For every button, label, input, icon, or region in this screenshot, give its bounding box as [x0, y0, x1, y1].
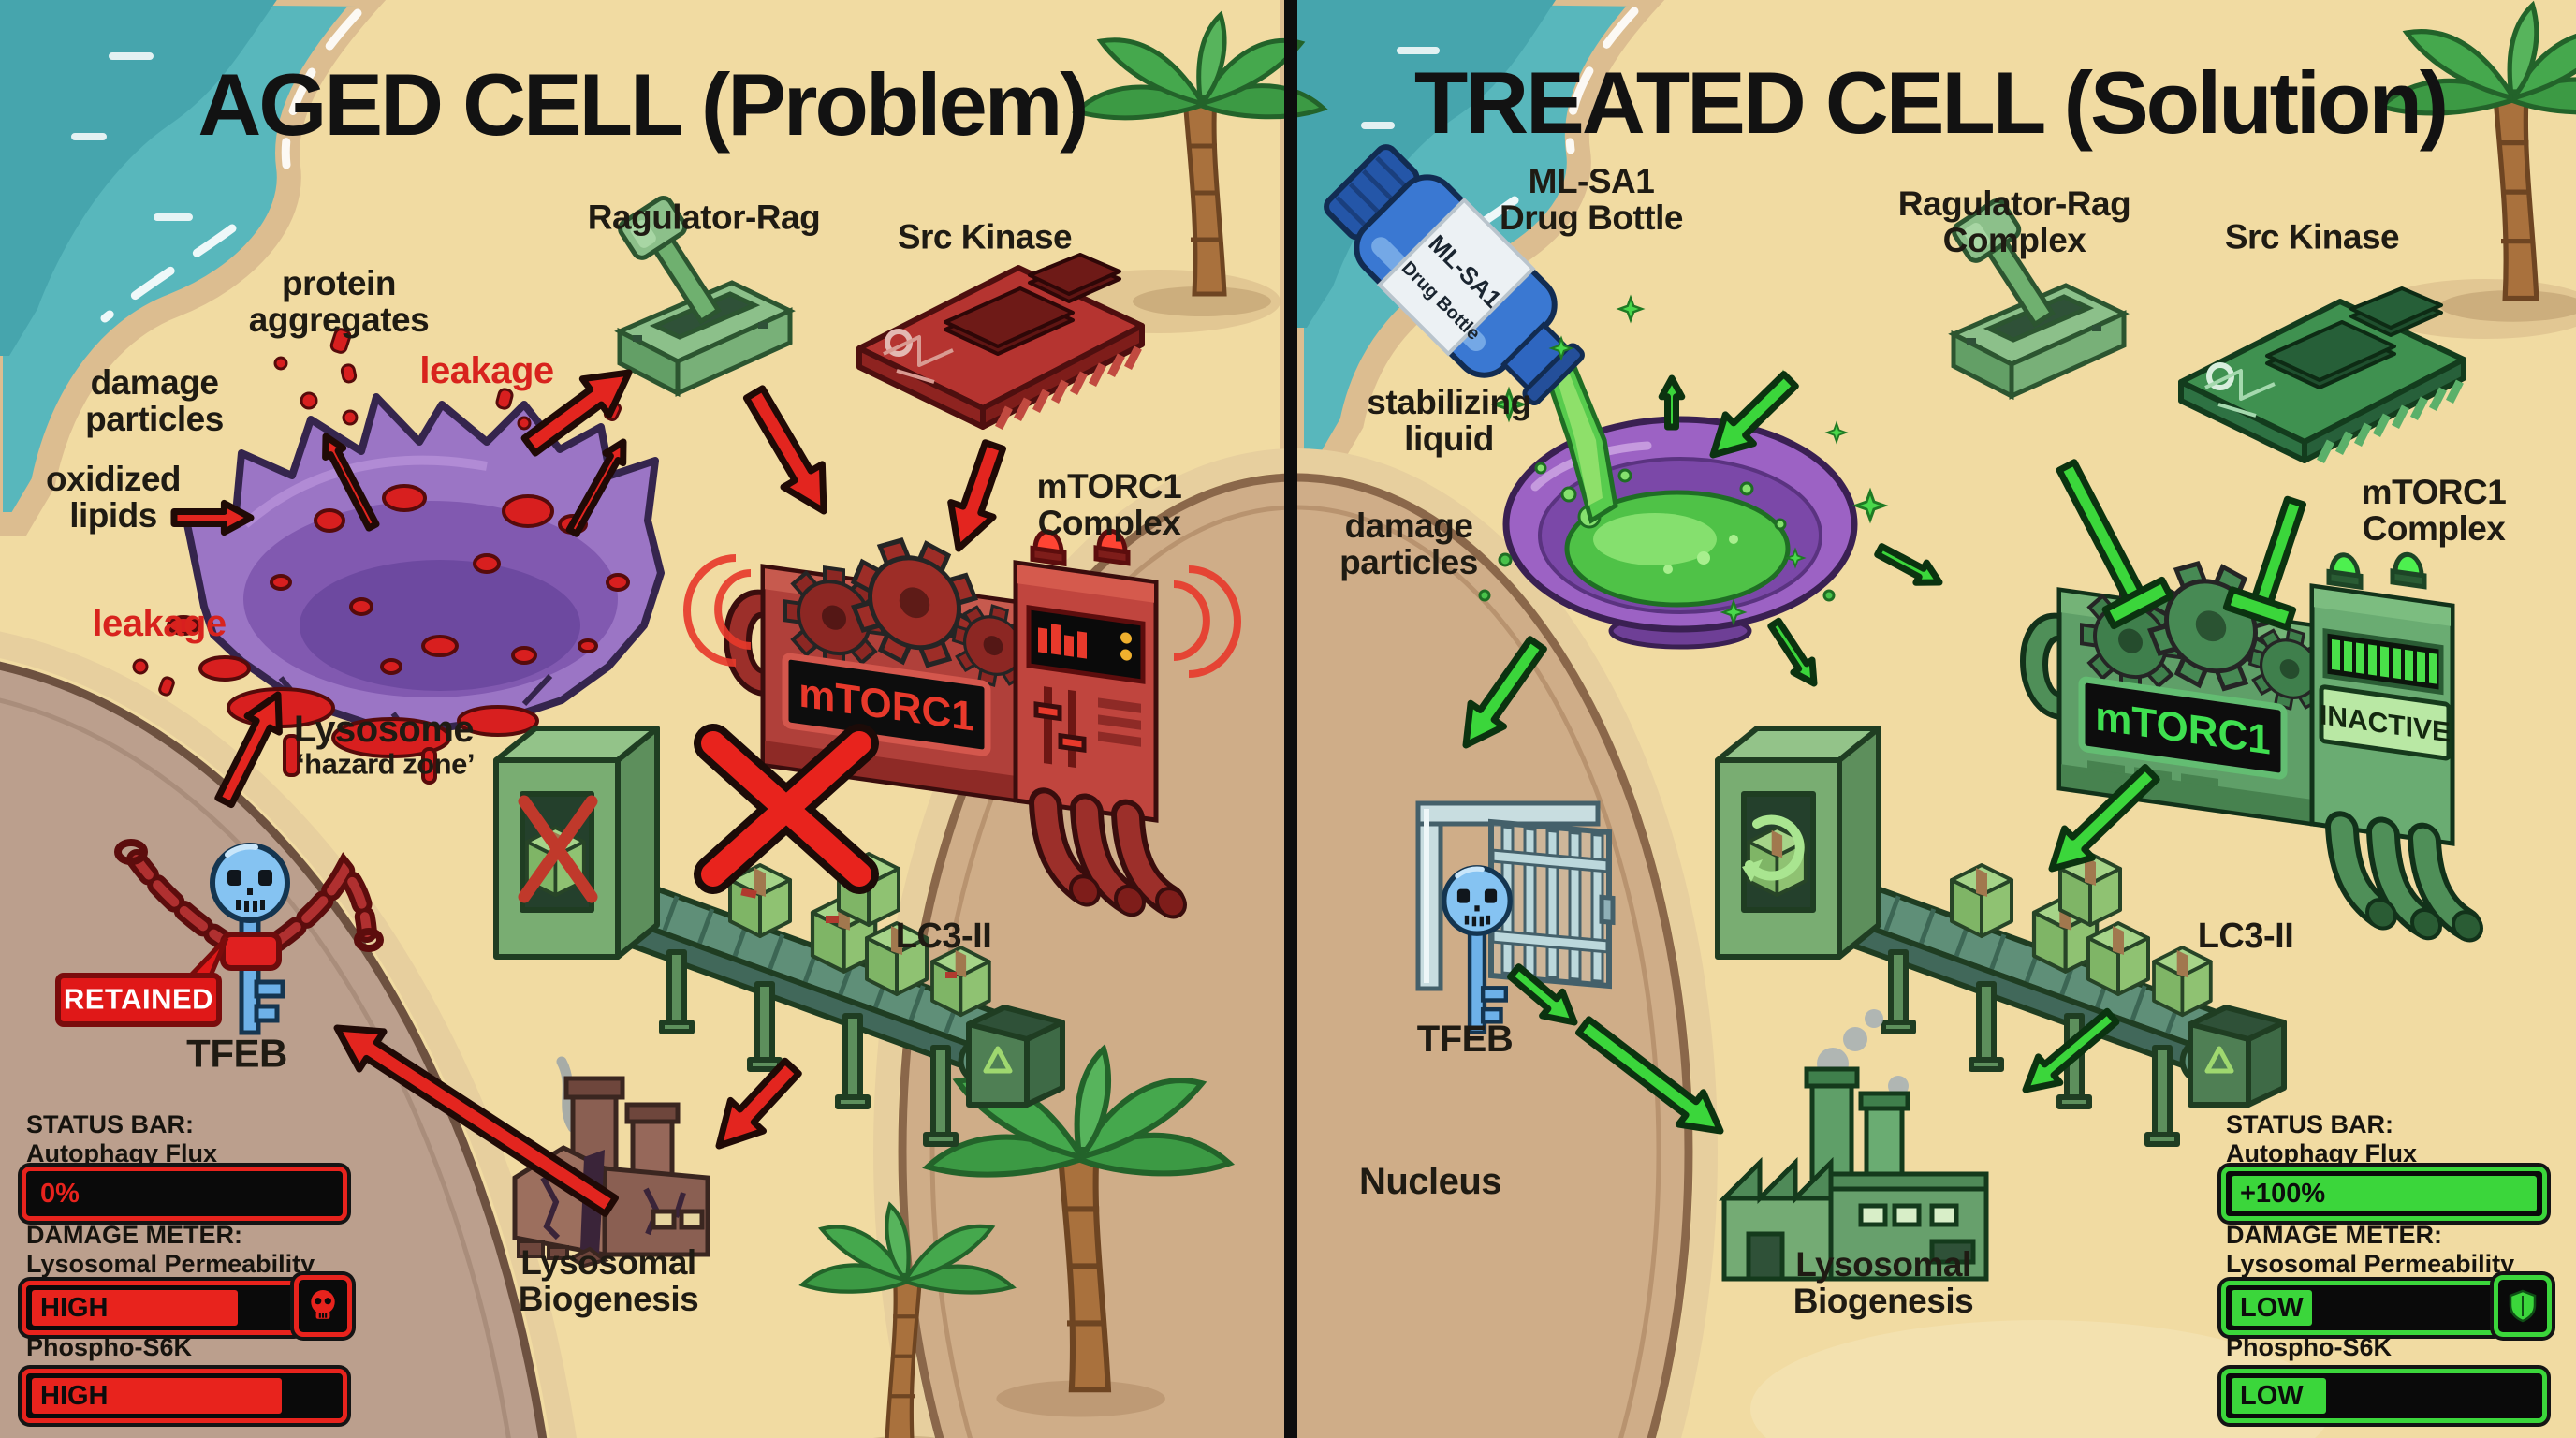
green-arrow — [1658, 374, 1686, 431]
biogenesis-factory-broken — [512, 1056, 710, 1269]
alarm-sound-waves — [683, 554, 1241, 678]
green-arrow — [1462, 636, 1547, 749]
red-arrow — [565, 438, 627, 537]
red-arrow — [170, 499, 255, 536]
lc3-conveyor-treated — [1718, 728, 2284, 1144]
escaping-damage-particles — [132, 328, 622, 697]
status-lamps-green — [2326, 551, 2427, 591]
green-arrow — [1767, 617, 1818, 687]
red-arrow — [214, 691, 283, 809]
lc3-conveyor-aged — [496, 728, 1062, 1144]
green-arrow — [1874, 543, 1943, 586]
drug-bottle: ML-SA1 Drug Bottle — [1324, 144, 1585, 405]
led-bar — [2332, 638, 2437, 684]
ragulator-lever-aged — [614, 196, 796, 398]
red-arrow — [947, 439, 1006, 552]
alarm-lamps-red — [1030, 528, 1131, 567]
red-arrow — [333, 1024, 619, 1217]
x-mark-icon — [518, 795, 598, 903]
damaged-lysosome — [132, 328, 665, 785]
ocean-left — [0, 0, 387, 536]
green-arrow — [2048, 764, 2160, 873]
green-inhibit-arrow — [2101, 576, 2174, 630]
src-kinase-board-aged — [856, 253, 1145, 430]
retained-badge-box — [55, 973, 222, 1027]
neutralized-damage-particles — [1478, 552, 1836, 602]
red-arrow — [520, 369, 633, 457]
stream-highlight — [1557, 374, 1603, 506]
arrow-layer — [170, 369, 2306, 1217]
green-arrow — [1507, 963, 1578, 1026]
src-kinase-board-treated — [2178, 286, 2466, 463]
panel-divider — [1284, 0, 1297, 1438]
recycle-icon — [1745, 814, 1805, 881]
ragulator-lever-treated — [1948, 198, 2130, 401]
green-arrow — [2022, 1007, 2120, 1093]
lysosome-leak-splatter — [167, 615, 539, 785]
green-arrow — [1709, 371, 1799, 459]
green-arrow — [1575, 1016, 1724, 1135]
red-arrow — [715, 1057, 802, 1150]
biogenesis-factory-intact — [1718, 1009, 1989, 1282]
lysosome-dish — [1478, 416, 1858, 650]
green-inhibit-arrow — [2222, 586, 2297, 631]
red-arrow — [742, 385, 827, 515]
red-arrow — [322, 433, 380, 532]
mtorc1-machine-aged: mTORC1 — [724, 478, 1187, 919]
tfeb-binding-collar — [220, 932, 282, 971]
